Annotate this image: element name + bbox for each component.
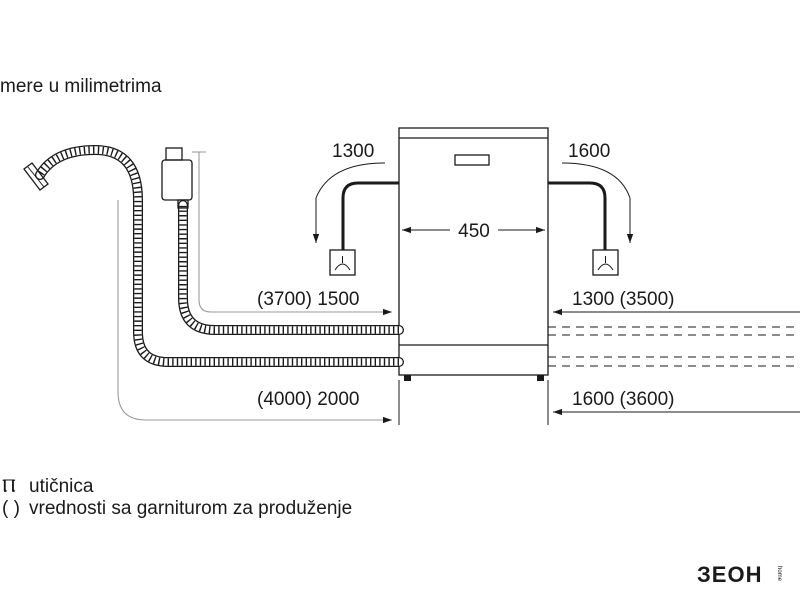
width-dimension-label: 450 bbox=[458, 221, 490, 242]
socket-icon-right bbox=[597, 256, 614, 271]
power-cable-left bbox=[341, 181, 399, 250]
legend-bracket-symbol: ( ) bbox=[2, 498, 20, 519]
drain-hose-end-fitting bbox=[23, 162, 49, 191]
top-left-dimension-label: 1300 bbox=[332, 141, 374, 162]
socket-icon-left bbox=[334, 256, 351, 271]
dishwasher-control-panel bbox=[454, 154, 490, 166]
dishwasher-foot-right bbox=[537, 375, 544, 381]
inlet-left-dimension-label: (3700) 1500 bbox=[257, 289, 359, 310]
power-cable-right bbox=[548, 181, 607, 250]
inlet-hose bbox=[178, 200, 404, 335]
dishwasher-foot-left bbox=[404, 375, 411, 381]
brand-logo-text: ЗEOH bbox=[697, 562, 762, 587]
aquastop-valve bbox=[161, 147, 193, 209]
drain-left-dimension-label: (4000) 2000 bbox=[257, 389, 359, 410]
drain-hose bbox=[35, 144, 404, 367]
top-right-dimension-label: 1600 bbox=[568, 141, 610, 162]
drain-reach-line bbox=[117, 200, 392, 424]
inlet-right-dimension-label: 1300 (3500) bbox=[572, 289, 674, 310]
legend-socket-symbol: Ⲡ bbox=[2, 476, 16, 497]
units-note: mere u milimetrima bbox=[0, 76, 162, 97]
brand-logo-subtext: home bbox=[776, 566, 782, 582]
cable-reach-arrow-right bbox=[561, 162, 634, 243]
drain-right-dimension-label: 1600 (3600) bbox=[572, 389, 674, 410]
cable-reach-arrow-left bbox=[312, 162, 386, 243]
socket-box-right bbox=[592, 249, 619, 276]
brand-logo: ЗEOH home bbox=[697, 562, 782, 587]
legend-socket-label: utičnica bbox=[29, 476, 94, 497]
legend-bracket-label: vrednosti sa garniturom za produženje bbox=[29, 498, 352, 519]
inlet-reach-line bbox=[198, 152, 392, 316]
socket-box-left bbox=[329, 249, 356, 276]
dishwasher bbox=[398, 127, 549, 381]
dishwasher-body bbox=[398, 127, 549, 376]
